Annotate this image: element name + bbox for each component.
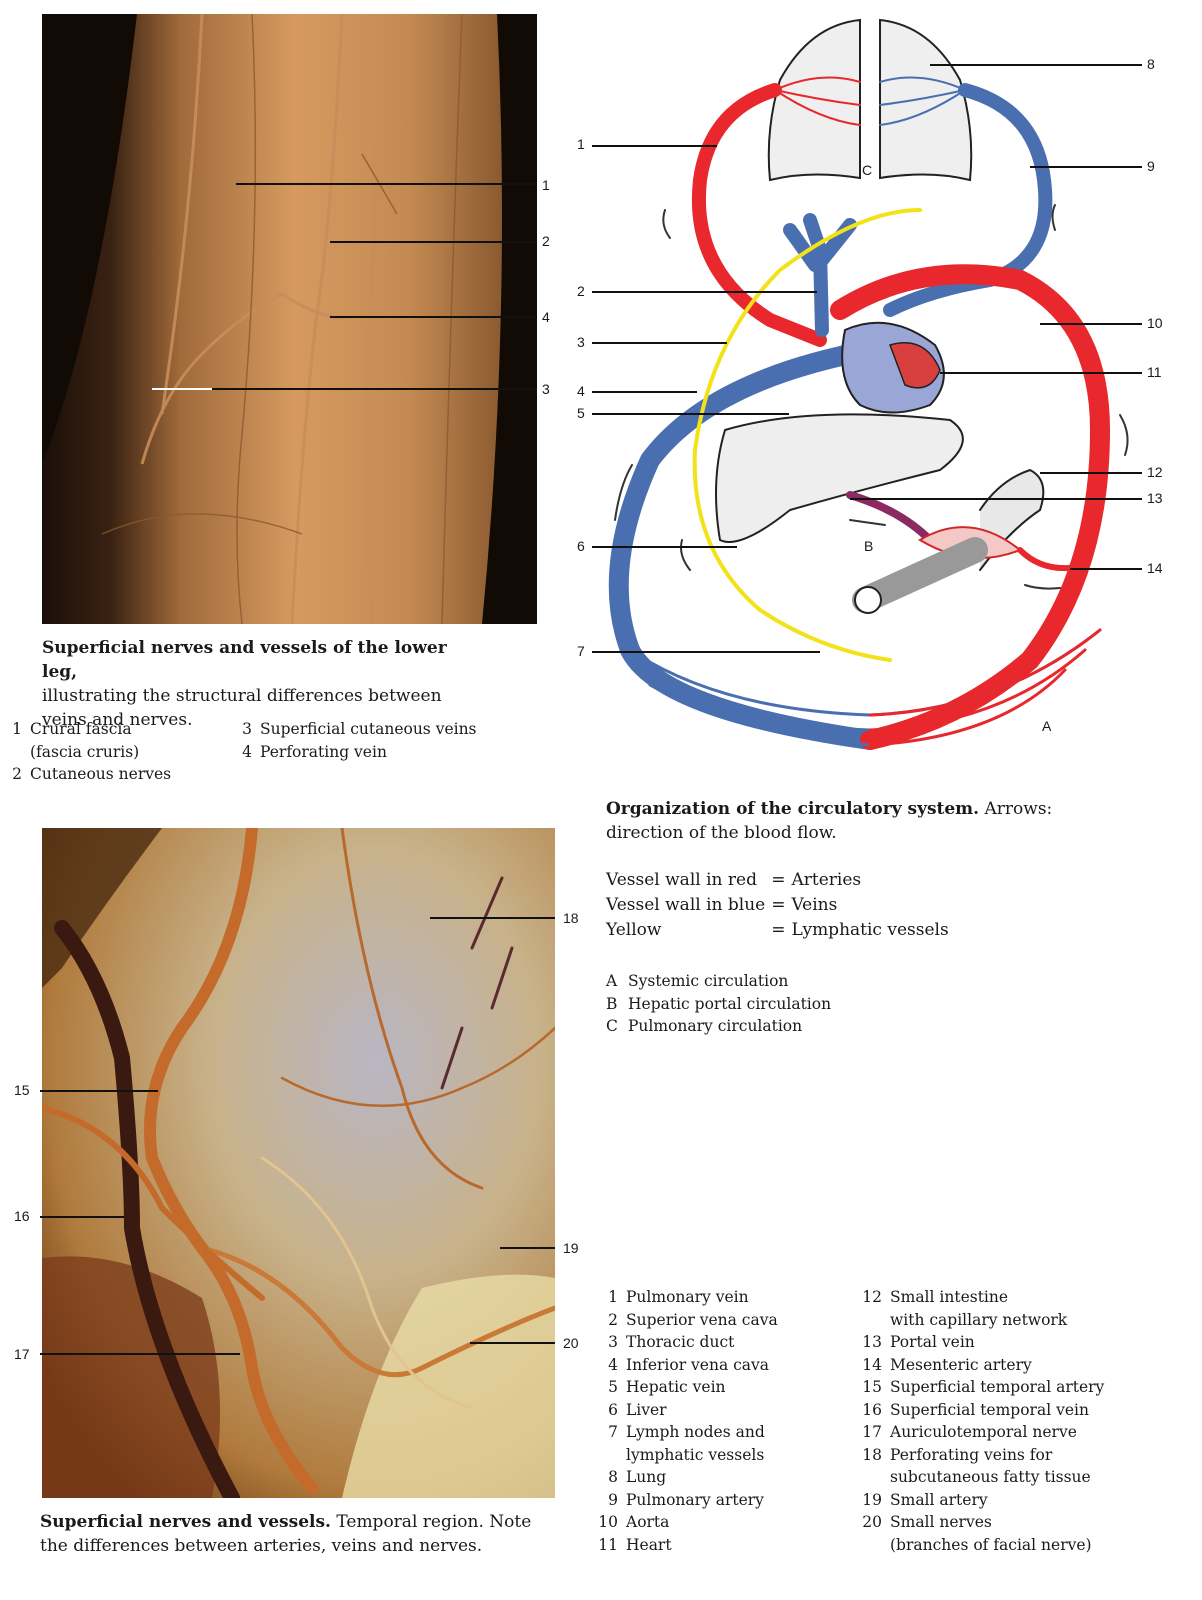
circ-caption: Organization of the circulatory system. …	[606, 797, 1126, 845]
temporal-caption: Superficial nerves and vessels. Temporal…	[40, 1510, 550, 1558]
leg-label-3: 3	[542, 381, 550, 397]
circ-region-c: C	[862, 162, 873, 178]
temporal-caption-text: Temporal region. Note the differences be…	[40, 1512, 532, 1556]
temporal-label-18: 18	[563, 910, 579, 926]
color-key: Vessel wall in red=Arteries Vessel wall …	[606, 870, 949, 940]
leg-caption-text: illustrating the structural differences …	[42, 686, 442, 730]
leg-label-1: 1	[542, 177, 550, 193]
circ-label-13: 13	[1147, 490, 1163, 506]
circ-label-12: 12	[1147, 464, 1163, 480]
temporal-label-15: 15	[14, 1082, 30, 1098]
leg-caption: Superficial nerves and vessels of the lo…	[42, 636, 482, 732]
temporal-label-19: 19	[563, 1240, 579, 1256]
temporal-caption-title: Superficial nerves and vessels.	[40, 1512, 331, 1532]
circ-label-10: 10	[1147, 315, 1163, 331]
circ-label-3: 3	[577, 334, 585, 350]
circ-label-6: 6	[577, 538, 585, 554]
circ-label-1: 1	[577, 136, 585, 152]
leg-label-2: 2	[542, 233, 550, 249]
temporal-label-16: 16	[14, 1208, 30, 1224]
circ-region-a: A	[1042, 718, 1052, 734]
circ-caption-title: Organization of the circulatory system.	[606, 799, 980, 819]
temporal-label-20: 20	[563, 1335, 579, 1351]
circ-label-5: 5	[577, 405, 585, 421]
lower-leg-photo	[42, 14, 537, 624]
circ-label-8: 8	[1147, 56, 1155, 72]
leg-label-4: 4	[542, 309, 550, 325]
temporal-label-17: 17	[14, 1346, 30, 1362]
temporal-region-photo	[42, 828, 555, 1498]
circ-label-4: 4	[577, 383, 585, 399]
circ-label-7: 7	[577, 643, 585, 659]
leg-caption-title: Superficial nerves and vessels of the lo…	[42, 638, 447, 682]
circ-caption-text: Arrows: direction of the blood flow.	[606, 799, 1053, 843]
circ-region-b: B	[864, 538, 874, 554]
circ-label-11: 11	[1147, 364, 1162, 380]
circ-label-9: 9	[1147, 158, 1155, 174]
circulatory-diagram	[608, 18, 1129, 750]
circ-label-14: 14	[1147, 560, 1163, 576]
circ-label-2: 2	[577, 283, 585, 299]
